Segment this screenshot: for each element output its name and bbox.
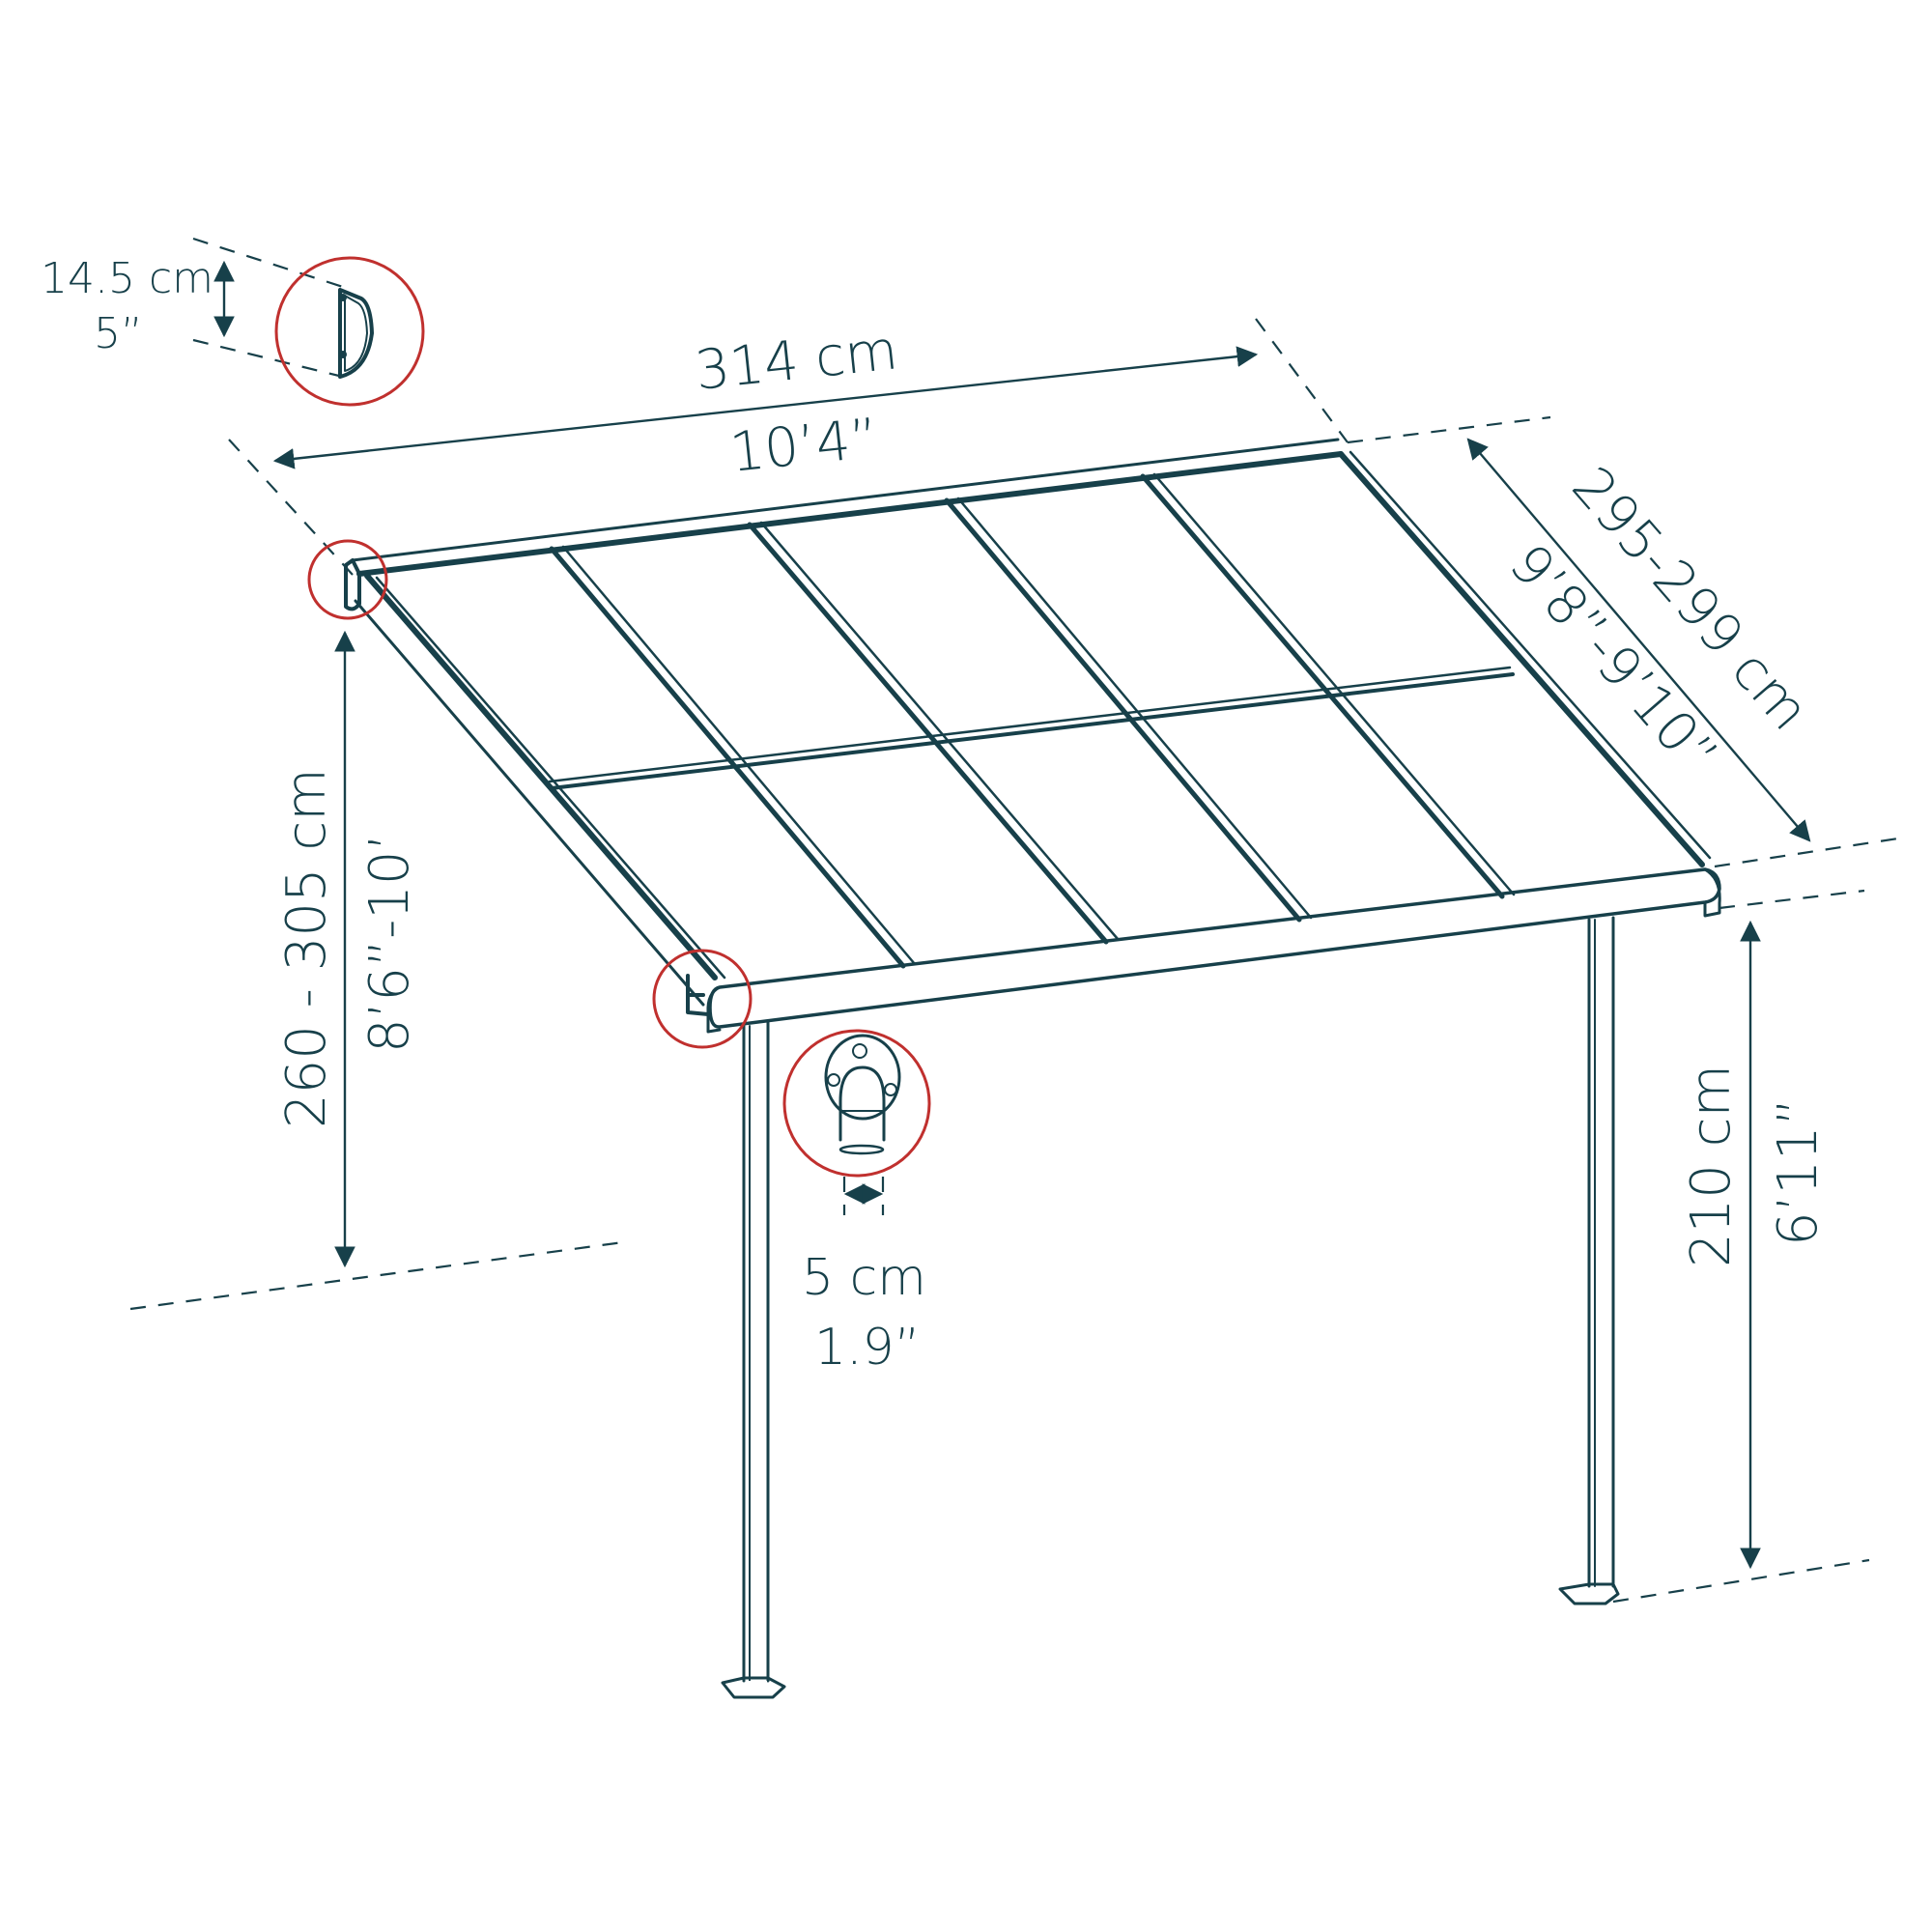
post-width-imperial-label: 1.9” bbox=[814, 1319, 921, 1377]
front-height-imperial-label: 6’11” bbox=[1767, 1097, 1830, 1246]
width-imperial-label: 10’4” bbox=[727, 407, 882, 485]
callout-circles bbox=[274, 256, 931, 1178]
depth-arrow bbox=[1466, 438, 1811, 842]
left-post bbox=[721, 1020, 786, 1699]
width-arrow bbox=[272, 346, 1259, 469]
extension-lines bbox=[129, 237, 1899, 1604]
post-width-metric-label: 5 cm bbox=[802, 1249, 926, 1307]
post-connector-callout bbox=[782, 1029, 931, 1178]
post-connector-icon bbox=[824, 1034, 901, 1155]
front-height-metric-label: 210 cm bbox=[1680, 1065, 1743, 1267]
wall-bracket-profile-callout bbox=[274, 256, 425, 407]
labels: 314 cm 10’4” 295-299 cm 9’8”-9’10” 260 -… bbox=[41, 254, 1830, 1377]
wall-height-metric-label: 260 - 305 cm bbox=[275, 768, 338, 1128]
wall-height-imperial-label: 8’6”-10’ bbox=[358, 834, 421, 1053]
profile-height-imperial-label: 5” bbox=[94, 309, 143, 358]
right-post bbox=[1558, 916, 1620, 1605]
width-metric-label: 314 cm bbox=[693, 319, 901, 403]
front-beam bbox=[686, 867, 1721, 1034]
cross-beam bbox=[548, 666, 1515, 790]
side-rafters bbox=[354, 450, 1712, 1007]
top-left-bracket-callout bbox=[307, 539, 388, 620]
wall-beam bbox=[344, 438, 1344, 611]
profile-height-metric-label: 14.5 cm bbox=[41, 254, 213, 303]
front-beam-end-cap-callout bbox=[652, 949, 753, 1049]
rafters bbox=[549, 472, 1516, 969]
d-profile-icon bbox=[338, 288, 374, 379]
dimension-arrows bbox=[213, 260, 1811, 1570]
